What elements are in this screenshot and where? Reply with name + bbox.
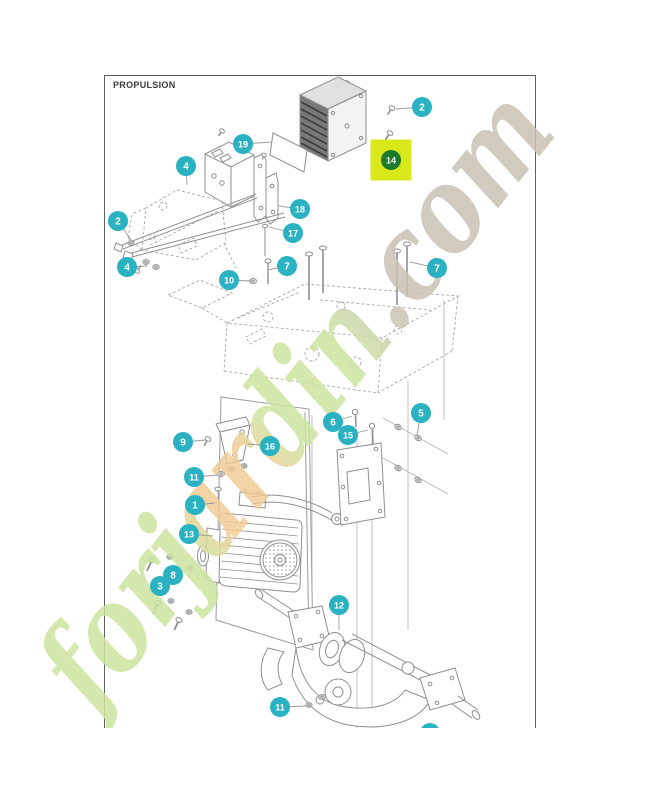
callout-1[interactable]: 1 [185,495,216,515]
callout-6[interactable]: 6 [323,412,353,432]
svg-text:5: 5 [418,408,424,419]
callout-12[interactable]: 12 [329,595,349,630]
bolt-icon [214,486,222,511]
svg-text:4: 4 [124,262,130,273]
screw-icon [368,422,376,445]
controller-heatsink [298,76,368,162]
callout-9[interactable]: 9 [173,432,207,452]
bracket-strips [253,152,279,256]
screw-icon [261,223,269,256]
nut-icon [414,434,422,442]
motor-bracket [215,416,251,472]
line-art [113,76,481,742]
screw-icon [261,152,267,160]
svg-text:2: 2 [115,216,121,227]
page-frame: PROPULSION [104,75,536,728]
screw-icon [386,105,396,116]
electric-motor [197,488,343,593]
svg-text:6: 6 [330,417,336,428]
frame-bolts [249,241,411,305]
svg-text:7: 7 [284,261,290,272]
callout-17[interactable]: 17 [268,223,303,243]
svg-text:19: 19 [238,139,248,149]
callout-13[interactable]: 13 [179,524,214,544]
transaxle [254,589,481,728]
callout-2[interactable]: 2 [395,97,432,117]
svg-text:2: 2 [419,102,425,113]
svg-text:8: 8 [170,570,176,581]
callout-4[interactable]: 4 [117,257,148,277]
nut-icon [414,476,422,484]
svg-text:9: 9 [180,437,186,448]
callout-19[interactable]: 19 [233,134,273,154]
callout-8[interactable]: 8 [163,565,183,585]
callout-15[interactable]: 15 [338,425,369,445]
callout-18[interactable]: 18 [278,199,310,219]
svg-text:12: 12 [334,600,344,610]
callout-11[interactable]: 11 [270,697,307,717]
bottom-crop-mask [0,728,652,800]
svg-text:10: 10 [224,275,234,285]
svg-text:17: 17 [288,228,298,238]
callout-2[interactable]: 2 [108,211,132,241]
svg-text:11: 11 [189,472,199,482]
callout-10[interactable]: 10 [219,270,253,290]
svg-text:13: 13 [184,529,194,539]
svg-text:18: 18 [295,204,305,214]
chassis-wing-dashed [127,189,237,269]
screw-icon [351,408,359,428]
callout-7[interactable]: 7 [267,256,297,276]
callout-14[interactable]: 14 [370,139,412,181]
svg-text:15: 15 [343,430,353,440]
svg-text:16: 16 [265,441,275,451]
svg-text:11: 11 [275,702,285,712]
page-title: PROPULSION [113,80,176,90]
nut-icon [394,464,402,472]
motor-mount-plate [336,408,449,526]
svg-text:14: 14 [386,155,396,165]
svg-text:4: 4 [183,161,189,172]
screw-icon [384,130,394,141]
callout-16[interactable]: 16 [247,436,280,456]
callout-11[interactable]: 11 [184,467,219,487]
svg-text:1: 1 [192,500,198,511]
nut-icon [217,471,225,477]
callout-7[interactable]: 7 [409,258,447,278]
mounting-plate [269,132,308,173]
nut-icon [394,423,402,431]
callout-5[interactable]: 5 [411,403,431,436]
callout-4[interactable]: 4 [176,156,196,186]
screw-icon [217,128,225,137]
channel-bracket [204,141,255,208]
screw-icon [203,436,212,447]
chassis-frame-dashed [166,279,460,394]
bolt-set-lower-left [146,554,194,631]
svg-text:7: 7 [434,263,440,274]
svg-text:3: 3 [157,581,163,592]
